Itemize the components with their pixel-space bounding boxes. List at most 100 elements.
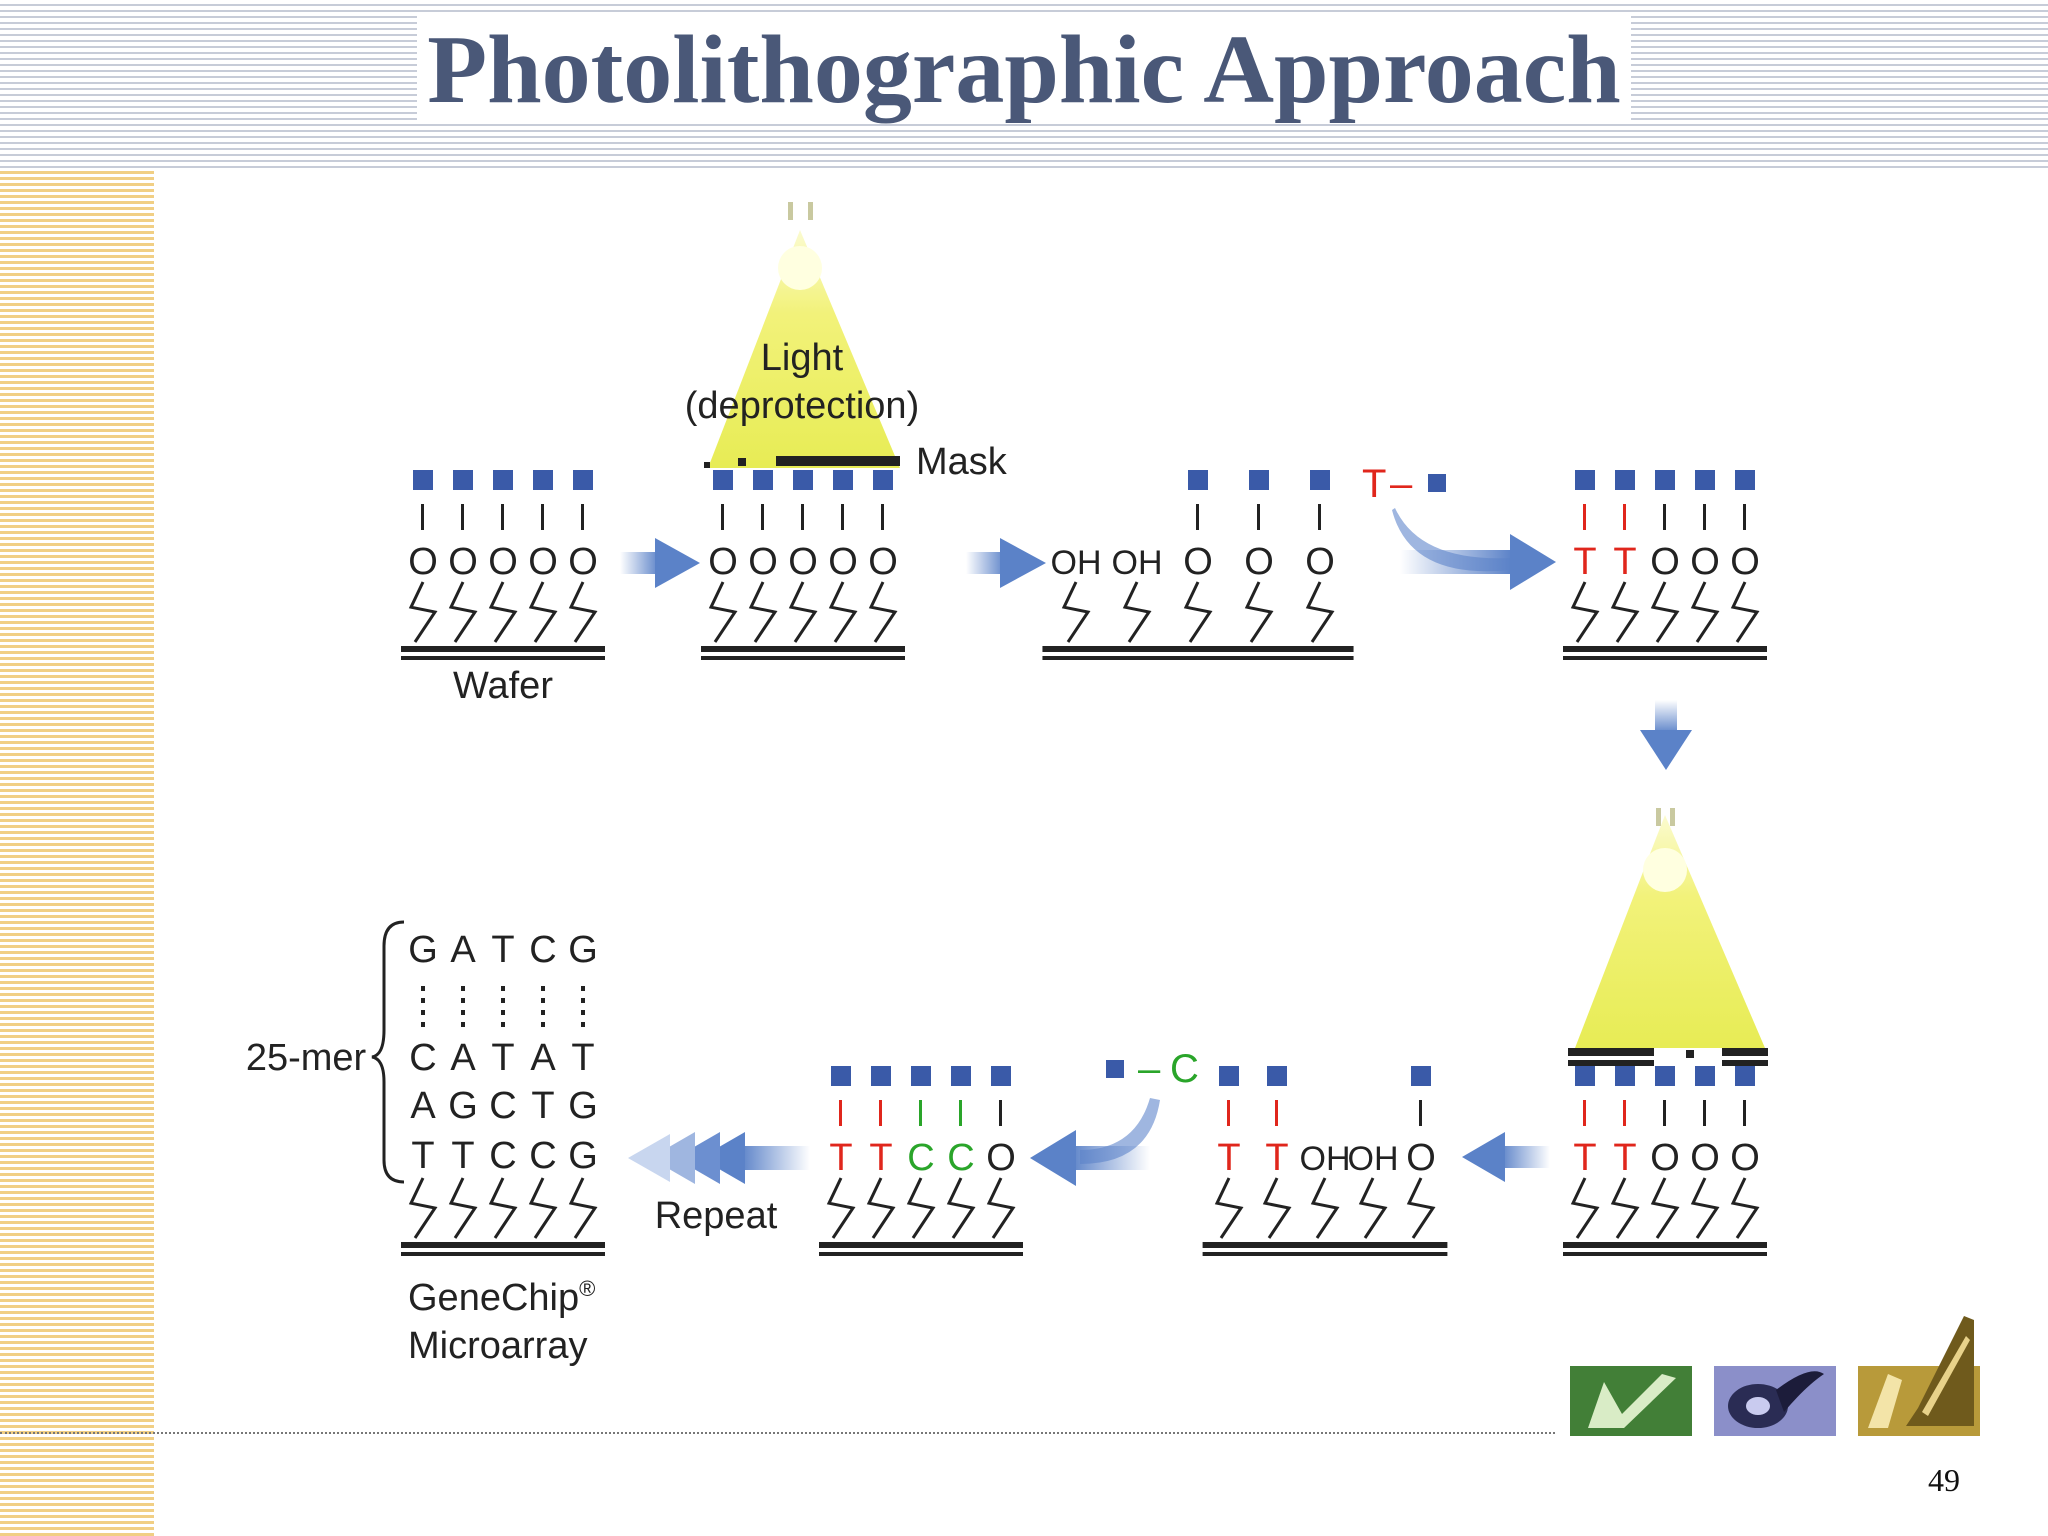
left-stripes bbox=[0, 168, 154, 1536]
surface-group: OH bbox=[1051, 544, 1102, 582]
linker bbox=[1730, 1177, 1760, 1239]
linker bbox=[528, 1177, 558, 1239]
bond bbox=[959, 1100, 962, 1126]
bond bbox=[1623, 1100, 1626, 1126]
bond bbox=[1743, 1100, 1746, 1126]
oligo-base: A bbox=[530, 1037, 556, 1079]
linker bbox=[946, 1177, 976, 1239]
arrow-5-left bbox=[1462, 1132, 1550, 1182]
protecting-group bbox=[1188, 470, 1208, 490]
linker bbox=[866, 1177, 896, 1239]
mask-label: Mask bbox=[916, 441, 1008, 483]
linker bbox=[1305, 581, 1335, 643]
linker bbox=[488, 1177, 518, 1239]
surface-group: O bbox=[748, 541, 778, 583]
mask-top: Mask bbox=[704, 441, 1008, 483]
surface-group: O bbox=[1690, 541, 1720, 583]
omitted-bases-dot bbox=[421, 1022, 425, 1027]
bond bbox=[839, 1100, 842, 1126]
surface-group: T bbox=[1217, 1137, 1240, 1179]
protecting-group bbox=[831, 1066, 851, 1086]
omitted-bases-dot bbox=[581, 1010, 585, 1015]
bond bbox=[879, 1100, 882, 1126]
oligo-base: C bbox=[529, 929, 556, 971]
linker bbox=[828, 581, 858, 643]
bond bbox=[1257, 504, 1260, 530]
substrate-line-lower bbox=[1563, 656, 1767, 660]
oligo-base: T bbox=[491, 929, 514, 971]
protecting-group bbox=[1267, 1066, 1287, 1086]
protecting-group bbox=[951, 1066, 971, 1086]
linker bbox=[1310, 1177, 1340, 1239]
surface-group: O bbox=[1183, 541, 1213, 583]
surface-group: T bbox=[1613, 1137, 1636, 1179]
substrate-line bbox=[1563, 1242, 1767, 1248]
linker bbox=[488, 581, 518, 643]
bond bbox=[541, 504, 544, 530]
surface-group: O bbox=[488, 541, 518, 583]
bond bbox=[1703, 1100, 1706, 1126]
surface-group: O bbox=[1650, 541, 1680, 583]
surface-group: T bbox=[869, 1137, 892, 1179]
surface-group: O bbox=[568, 541, 598, 583]
reagent-c-dash: – bbox=[1138, 1047, 1161, 1091]
reagent-t-protecting-group bbox=[1428, 474, 1446, 492]
reagent-c-protecting-group bbox=[1106, 1060, 1124, 1078]
surface-group: T bbox=[1265, 1137, 1288, 1179]
oligo-length-label: 25-mer bbox=[246, 1037, 367, 1079]
oligo-base: C bbox=[409, 1037, 436, 1079]
substrate-line bbox=[1042, 646, 1354, 652]
protecting-group bbox=[1695, 1066, 1715, 1086]
protecting-group bbox=[1575, 470, 1595, 490]
linker bbox=[408, 581, 438, 643]
linker bbox=[1690, 1177, 1720, 1239]
light-source-right bbox=[1575, 808, 1765, 1048]
bond bbox=[1583, 1100, 1586, 1126]
linker bbox=[1650, 581, 1680, 643]
oligo-base: G bbox=[568, 929, 598, 971]
bond bbox=[421, 504, 424, 530]
bond bbox=[1703, 504, 1706, 530]
protecting-group bbox=[991, 1066, 1011, 1086]
linker bbox=[1406, 1177, 1436, 1239]
oligo-base: T bbox=[571, 1037, 594, 1079]
oligo-base: C bbox=[489, 1085, 516, 1127]
surface-group: C bbox=[947, 1137, 974, 1179]
protecting-group bbox=[911, 1066, 931, 1086]
oligo-base: T bbox=[451, 1135, 474, 1177]
protecting-group bbox=[753, 470, 773, 490]
bond bbox=[1275, 1100, 1278, 1126]
surface-group: O bbox=[1730, 541, 1760, 583]
omitted-bases-dot bbox=[501, 1022, 505, 1027]
oligo-base: G bbox=[408, 929, 438, 971]
arrow-2 bbox=[966, 538, 1046, 588]
decorative-logo-gold bbox=[1858, 1316, 1980, 1436]
surface-group: O bbox=[1406, 1137, 1436, 1179]
protecting-group bbox=[1249, 470, 1269, 490]
protecting-group bbox=[533, 470, 553, 490]
surface-group: OH bbox=[1300, 1140, 1351, 1178]
oligo-base: A bbox=[410, 1085, 436, 1127]
page-number: 49 bbox=[1928, 1462, 1960, 1498]
protecting-group bbox=[1615, 1066, 1635, 1086]
genechip-registered-mark: ® bbox=[579, 1276, 595, 1301]
linker bbox=[1610, 1177, 1640, 1239]
substrate-line-lower bbox=[819, 1252, 1023, 1256]
linker bbox=[1244, 581, 1274, 643]
slide-title-text: Photolithographic Approach bbox=[417, 16, 1631, 124]
substrate-line-lower bbox=[401, 656, 605, 660]
surface-group: O bbox=[788, 541, 818, 583]
arrow-1 bbox=[620, 538, 700, 588]
linker bbox=[568, 581, 598, 643]
surface-group: T bbox=[829, 1137, 852, 1179]
protecting-group bbox=[873, 470, 893, 490]
bond bbox=[999, 1100, 1002, 1126]
protecting-group bbox=[1735, 1066, 1755, 1086]
protecting-group bbox=[1310, 470, 1330, 490]
surface-group: OH bbox=[1348, 1140, 1399, 1178]
bond bbox=[1663, 1100, 1666, 1126]
